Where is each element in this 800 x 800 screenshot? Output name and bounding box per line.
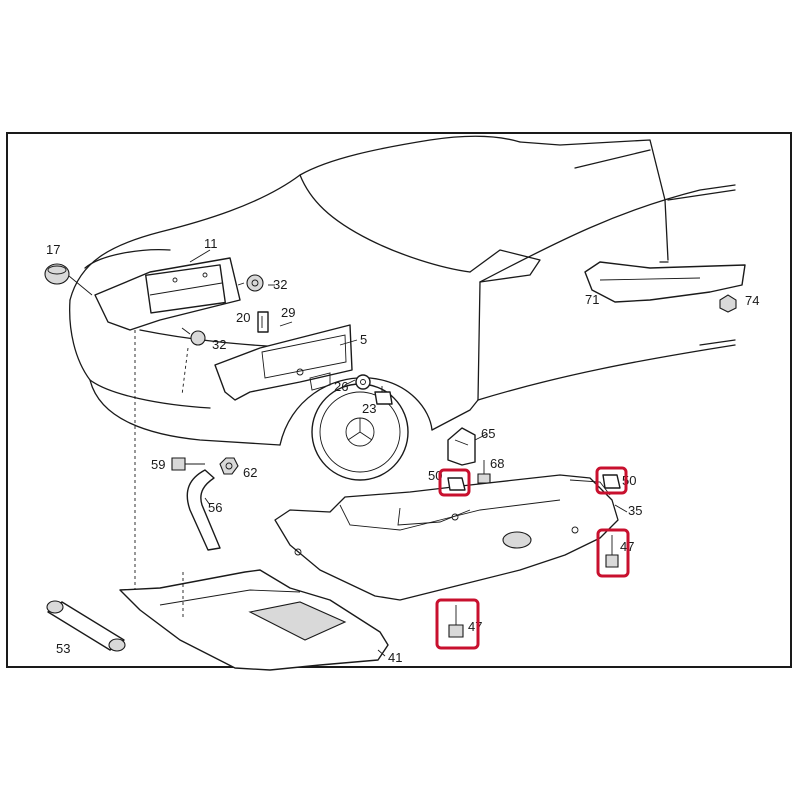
- part-47-screw-right: [605, 535, 619, 568]
- part-35-underbody-panel: [274, 474, 619, 601]
- callout-35: 35: [628, 503, 642, 518]
- callout-32-lower: 32: [212, 337, 226, 352]
- callout-47-bottom: 47: [468, 619, 482, 634]
- callout-74: 74: [745, 293, 759, 308]
- car-body-outline: [69, 135, 736, 446]
- part-11-front-shield: [94, 257, 241, 331]
- callout-29: 29: [281, 305, 295, 320]
- callout-20: 20: [236, 310, 250, 325]
- callout-68: 68: [490, 456, 504, 471]
- part-50-nut-left: [447, 477, 466, 491]
- part-62-nut: [219, 457, 239, 475]
- highlight-box-47-right: [596, 528, 630, 578]
- part-53-rubber-tube: [46, 600, 126, 652]
- callout-65: 65: [481, 426, 495, 441]
- part-20-clip: [257, 311, 269, 333]
- highlight-boxes: [435, 466, 630, 650]
- callout-53: 53: [56, 641, 70, 656]
- part-32-bolt-lower: [181, 327, 206, 396]
- callout-5: 5: [360, 332, 367, 347]
- part-47-screw-bottom: [448, 605, 464, 638]
- diagram-frame: [6, 132, 792, 668]
- part-41-lower-shield: [119, 330, 389, 671]
- part-71-rear-panel: [584, 261, 746, 303]
- part-50-nut-right: [602, 474, 621, 489]
- part-68-screw: [477, 460, 491, 484]
- part-23-bolt: [374, 386, 393, 405]
- part-59-bolt: [171, 457, 205, 471]
- part-74-nut: [719, 294, 737, 313]
- leader-lines: [189, 249, 628, 657]
- part-5-bracket: [214, 324, 353, 401]
- callout-56: 56: [208, 500, 222, 515]
- callout-62: 62: [243, 465, 257, 480]
- callout-71: 71: [585, 292, 599, 307]
- part-29-pin: [279, 321, 293, 327]
- callout-50-right: 50: [622, 473, 636, 488]
- callout-11: 11: [204, 236, 218, 251]
- highlight-box-50-left: [438, 468, 471, 497]
- highlight-box-47-bottom: [435, 598, 480, 650]
- front-wheel: [311, 383, 409, 481]
- callout-labels: 17 11 32 20 29 32 5 26 23 71 74 65 68 59…: [46, 236, 759, 665]
- part-65-clamp: [447, 427, 476, 466]
- part-26-washer: [355, 374, 371, 390]
- part-17-plug: [44, 263, 93, 296]
- callout-32-top: 32: [273, 277, 287, 292]
- highlight-box-50-right: [595, 466, 628, 495]
- callout-17: 17: [46, 242, 60, 257]
- part-56-strap: [186, 469, 221, 551]
- callout-23: 23: [362, 401, 376, 416]
- callout-41: 41: [388, 650, 402, 665]
- callout-26: 26: [334, 379, 348, 394]
- callout-59: 59: [151, 457, 165, 472]
- part-32-bolt-top: [237, 274, 264, 292]
